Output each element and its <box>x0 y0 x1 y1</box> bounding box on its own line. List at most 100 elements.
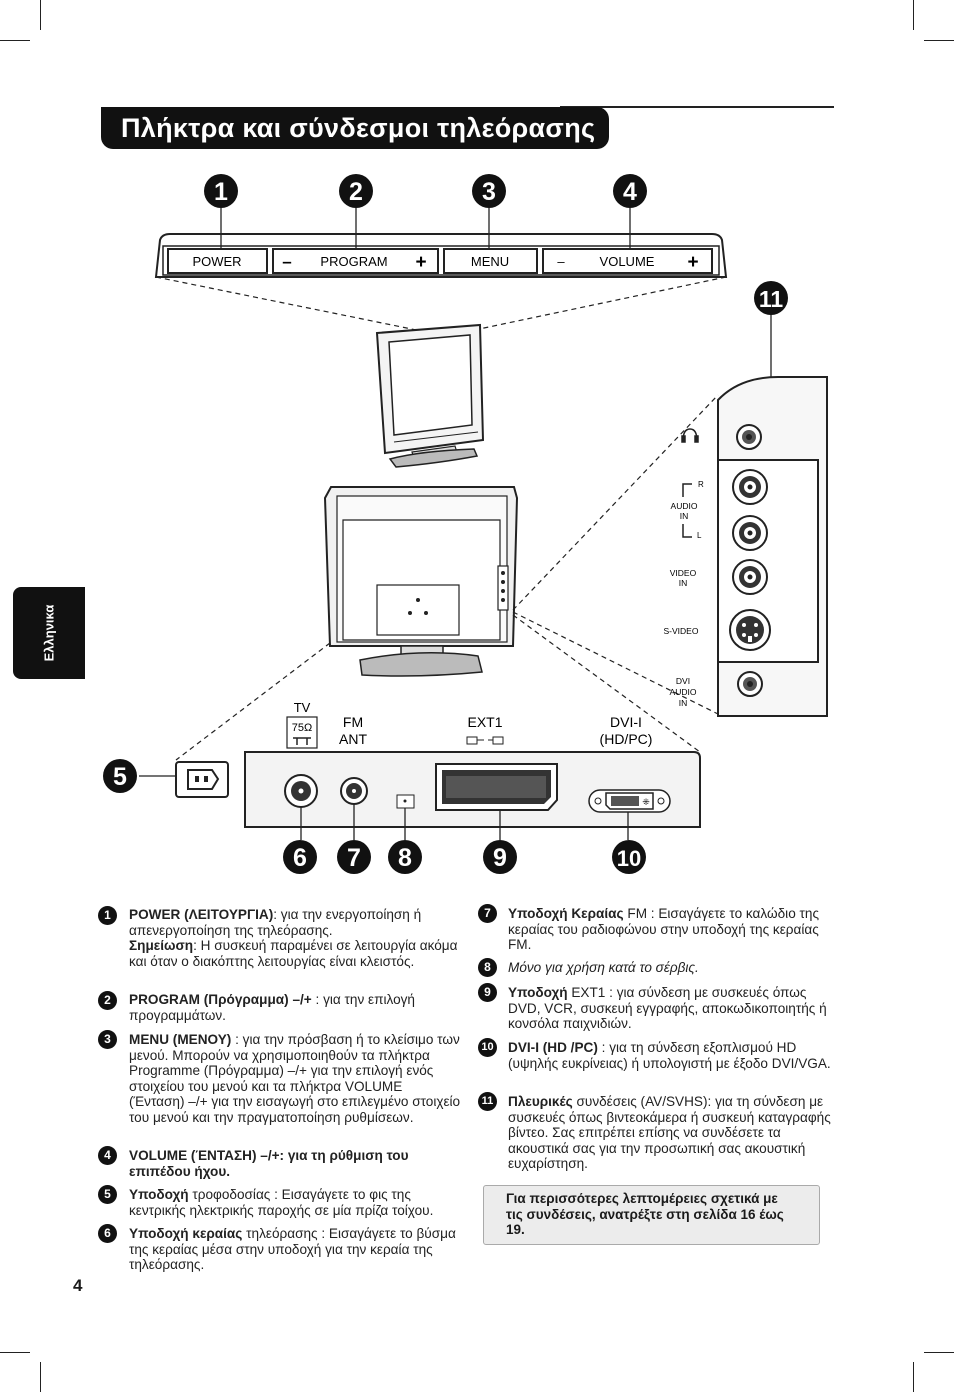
svg-text:10: 10 <box>617 846 641 871</box>
item-description: FM : Εισαγάγετε το καλώδιο της κεραίας τ… <box>508 906 820 953</box>
side-label-l: L <box>697 531 702 540</box>
power-button-label: POWER <box>192 254 241 269</box>
crop-mark <box>913 0 914 30</box>
tv-back-illustration <box>323 486 519 677</box>
item-program: PROGRAM (Πρόγραμμα) –/+ : για την επιλογ… <box>129 992 461 1023</box>
crop-mark <box>913 1362 914 1392</box>
s-video-jack <box>729 609 771 651</box>
item-title: POWER (ΛΕΙΤΟΥΡΓΙΑ) <box>129 907 274 922</box>
side-label-audio: AUDIO <box>671 501 698 511</box>
svg-text:8: 8 <box>398 844 412 872</box>
dvi-connector: ⁜ <box>588 789 671 813</box>
item-title: Υποδοχή <box>508 985 568 1000</box>
power-socket <box>139 761 229 798</box>
item-number-badge: 6 <box>98 1224 117 1243</box>
item-number-badge: 11 <box>478 1092 497 1111</box>
side-connector-panel: R AUDIO IN L VIDEO IN S-VIDEO DVI AUDIO … <box>664 314 828 717</box>
volume-minus-label: – <box>557 254 565 269</box>
callout-2: 2 <box>339 174 373 208</box>
item-dvi: DVI-I (HD /PC) : για τη σύνδεση εξοπλισμ… <box>508 1040 836 1071</box>
side-label-video: VIDEO <box>670 568 697 578</box>
callout-10: 10 <box>612 840 646 874</box>
side-label-r: R <box>698 480 704 489</box>
callout-9: 9 <box>483 840 517 874</box>
menu-button-label: MENU <box>471 254 509 269</box>
headphone-jack <box>736 424 762 450</box>
item-title: Υποδοχή κεραίας <box>129 1226 243 1241</box>
note-label: Σημείωση <box>129 938 194 954</box>
item-description: Μόνο για χρήση κατά το σέρβις. <box>508 960 699 975</box>
item-description: συνδέσεις (AV/SVHS): για τη σύνδεση με σ… <box>508 1094 831 1172</box>
callout-4: 4 <box>613 174 647 208</box>
note-description: : Η συσκευή παραμένει σε λειτουργία ακόμ… <box>129 938 458 969</box>
item-description: : για την επιλογή προγραμμάτων. <box>129 992 415 1023</box>
item-number-badge: 10 <box>478 1038 497 1057</box>
item-title: Υποδοχή <box>129 1187 189 1202</box>
side-label-video-in: IN <box>679 578 688 588</box>
item-title: DVI-I (HD /PC) <box>508 1040 598 1055</box>
svg-text:4: 4 <box>623 178 637 206</box>
rear-label-dvi-i: DVI-I <box>610 714 642 730</box>
scart-symbol-icon <box>466 736 504 745</box>
svg-text:9: 9 <box>493 844 507 872</box>
item-ext1: Υποδοχή EXT1 : για σύνδεση με συσκευές ό… <box>508 985 836 1032</box>
svg-text:1: 1 <box>214 178 228 206</box>
rear-label-tv: TV <box>294 700 311 715</box>
item-number-badge: 2 <box>98 991 117 1010</box>
side-label-in: IN <box>680 511 689 521</box>
fm-antenna-socket <box>340 777 368 805</box>
svg-text:11: 11 <box>759 286 784 312</box>
svg-text:6: 6 <box>293 844 307 872</box>
item-service: Μόνο για χρήση κατά το σέρβις. <box>508 960 836 976</box>
item-tv-antenna: Υποδοχή κεραίας τηλεόρασης : Εισαγάγετε … <box>129 1226 461 1273</box>
item-number-badge: 1 <box>98 906 117 925</box>
item-power-socket: Υποδοχή τροφοδοσίας : Εισαγάγετε το φις … <box>129 1187 461 1218</box>
callout-3: 3 <box>472 174 506 208</box>
crop-mark <box>0 1352 30 1353</box>
page-title: Πλήκτρα και σύνδεσμοι τηλεόρασης <box>101 107 609 149</box>
svg-text:2: 2 <box>349 178 363 206</box>
item-power: POWER (ΛΕΙΤΟΥΡΓΙΑ): για την ενεργοποίηση… <box>129 907 461 969</box>
item-title: Υποδοχή Κεραίας <box>508 906 624 921</box>
item-number-badge: 4 <box>98 1146 117 1165</box>
scart-connector <box>435 763 558 811</box>
item-title: MENU (ΜΕΝΟΥ) <box>129 1032 232 1047</box>
callout-6: 6 <box>283 840 317 874</box>
side-label-dvi-in: IN <box>679 698 688 708</box>
item-number-badge: 3 <box>98 1030 117 1049</box>
headphone-icon <box>681 428 699 443</box>
reference-note-box: Για περισσότερες λεπτομέρειες σχετικά με… <box>483 1185 820 1245</box>
svg-text:3: 3 <box>482 178 496 206</box>
callout-8: 8 <box>388 840 422 874</box>
item-volume: VOLUME (ΈΝΤΑΣΗ) –/+: για τη ρύθμιση του … <box>129 1148 461 1179</box>
program-plus-label: + <box>415 252 426 273</box>
video-in-jack <box>732 559 768 595</box>
dvi-audio-in-jack <box>737 671 763 697</box>
control-panel: POWER – PROGRAM + MENU – VOLUME + <box>154 233 728 278</box>
svg-text:5: 5 <box>113 763 127 791</box>
crop-mark <box>0 40 30 41</box>
rear-label-ohm: 75Ω <box>292 722 312 734</box>
item-title: VOLUME (ΈΝΤΑΣΗ) –/+: για τη ρύθμιση του … <box>129 1148 409 1179</box>
page-number: 4 <box>73 1276 83 1295</box>
item-description: : για τη σύνδεση εξοπλισμού HD (υψηλής ε… <box>508 1040 831 1071</box>
item-title: PROGRAM (Πρόγραμμα) –/+ <box>129 992 312 1007</box>
crop-mark <box>924 1352 954 1353</box>
rear-label-hdpc: (HD/PC) <box>600 731 653 747</box>
rear-connector-panel: ⁜ <box>244 751 701 828</box>
rear-label-ant: ANT <box>339 731 367 747</box>
svg-text:⁜: ⁜ <box>642 797 650 807</box>
title-rule <box>560 106 834 108</box>
program-minus-label: – <box>282 252 291 271</box>
crop-mark <box>924 40 954 41</box>
callout-5: 5 <box>103 759 137 793</box>
callout-1: 1 <box>204 174 238 208</box>
service-connector <box>396 794 415 809</box>
item-description: : για την πρόσβαση ή το κλείσιμο των μεν… <box>129 1032 461 1125</box>
callout-7: 7 <box>337 840 371 874</box>
volume-plus-label: + <box>687 252 698 273</box>
audio-in-r-jack <box>732 469 768 505</box>
crop-mark <box>40 0 41 30</box>
item-description: τροφοδοσίας : Εισαγάγετε το φις της κεντ… <box>129 1187 434 1218</box>
item-number-badge: 9 <box>478 983 497 1002</box>
